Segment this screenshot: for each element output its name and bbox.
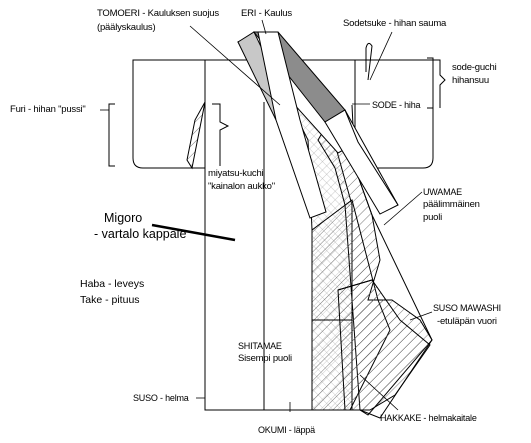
body-left-side (204, 60, 312, 411)
right-sleeve (354, 59, 434, 169)
label-furi: Furi - hihan "pussi" (10, 104, 86, 115)
label-hakkake: HAKKAKE - helmakaitale (380, 413, 477, 423)
suso-mawashi (337, 279, 431, 411)
label-uwamae: UWAMAE (423, 187, 462, 197)
collar-strip-left (257, 31, 327, 219)
label-uwamae-sub1: päälimmäinen (423, 199, 480, 210)
label-tomoeri-sub: (päälyskaulus) (97, 22, 156, 33)
leader-uwamae (383, 191, 423, 226)
leader-migoro (151, 223, 236, 242)
label-sodetsuke: Sodetsuke - hihan sauma (343, 18, 447, 29)
label-sode: SODE - hiha (372, 100, 421, 110)
label-eri: ERI - Kaulus (241, 8, 292, 19)
label-miyatsu-sub: "kainalon aukko" (208, 181, 275, 192)
label-migoro-sub: - vartalo kappale (94, 227, 187, 241)
label-haba: Haba - leveys (80, 278, 145, 290)
sode-guchi-bracket (427, 57, 434, 109)
label-sode-guchi-sub: hihansuu (452, 75, 489, 86)
label-miyatsu: miyatsu-kuchi (208, 168, 264, 179)
leader-tomoeri (189, 25, 281, 106)
leader-eri (261, 19, 267, 35)
label-suso-mawashi: SUSO MAWASHI (433, 303, 501, 313)
label-suso: SUSO - helma (133, 393, 189, 403)
label-migoro: Migoro (104, 211, 143, 225)
furi-bracket (108, 103, 115, 167)
left-sleeve (132, 59, 206, 169)
label-take: Take - pituus (80, 294, 140, 306)
label-shitamae-sub: Sisempi puoli (238, 353, 292, 364)
label-suso-mawashi-sub: -etuläpän vuori (437, 316, 497, 327)
leader-hakkake (359, 374, 399, 411)
label-sode-guchi: sode-guchi (452, 62, 497, 73)
miyatsu-opening (186, 101, 206, 170)
label-uwamae-sub2: puoli (423, 212, 443, 223)
label-okumi: OKUMI - läppä (258, 425, 315, 435)
sodetsuke-marker (365, 42, 373, 81)
label-tomoeri: TOMOERI - Kauluksen suojus (97, 8, 219, 19)
leader-suso-mawashi (409, 311, 433, 321)
label-shitamae: SHITAMAE (238, 341, 282, 351)
